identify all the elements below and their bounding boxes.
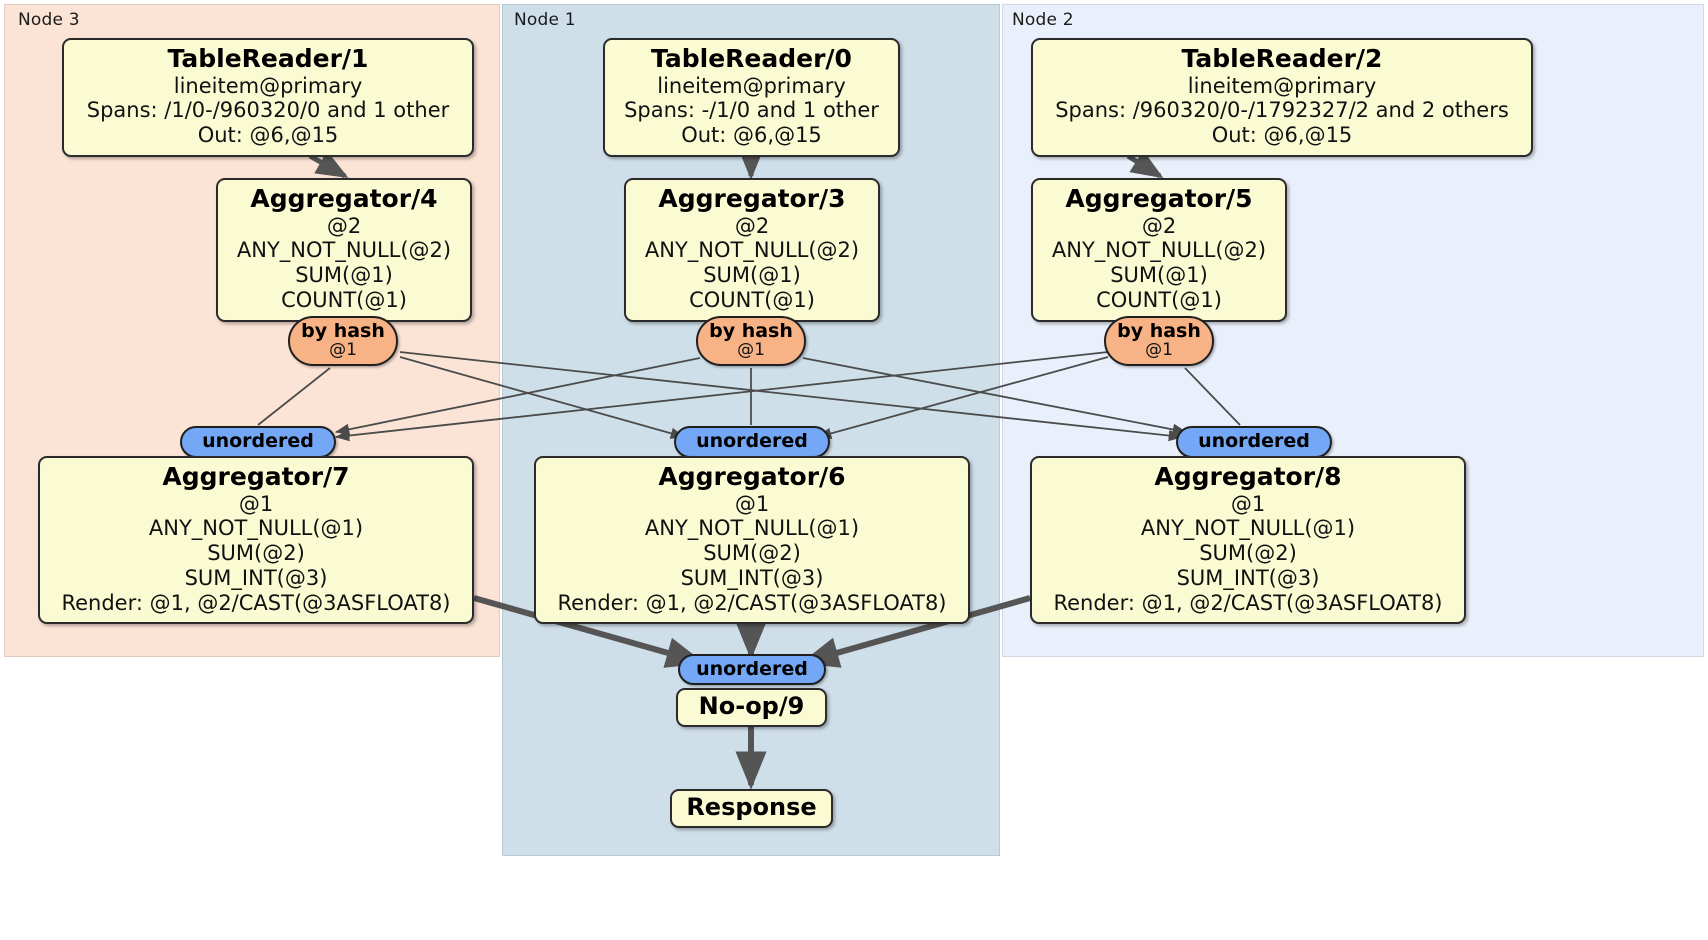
processor-line: lineitem@primary — [1187, 73, 1377, 98]
processor-title: Response — [686, 793, 817, 821]
router-unordered-left[interactable]: unordered — [180, 426, 336, 458]
processor-line: SUM_INT(@3) — [1176, 565, 1320, 590]
processor-aggregator-5[interactable]: Aggregator/5 @2 ANY_NOT_NULL(@2) SUM(@1)… — [1031, 178, 1287, 322]
processor-line: SUM(@1) — [703, 263, 801, 288]
processor-no-op-9[interactable]: No-op/9 — [676, 688, 827, 728]
processor-title: Aggregator/6 — [658, 462, 846, 491]
router-label: by hash — [301, 320, 385, 343]
processor-title: Aggregator/7 — [162, 462, 350, 491]
processor-title: TableReader/2 — [1181, 44, 1383, 73]
processor-line: Spans: -/1/0 and 1 other — [624, 98, 879, 123]
processor-line: @1 — [238, 491, 274, 516]
processor-aggregator-6[interactable]: Aggregator/6 @1 ANY_NOT_NULL(@1) SUM(@2)… — [534, 456, 970, 625]
processor-line: @2 — [326, 213, 362, 238]
processor-line: SUM_INT(@3) — [680, 565, 824, 590]
processor-line: ANY_NOT_NULL(@2) — [644, 238, 860, 263]
processor-line: ANY_NOT_NULL(@2) — [1051, 238, 1267, 263]
processor-tablereader-1[interactable]: TableReader/1 lineitem@primary Spans: /1… — [62, 38, 474, 157]
processor-line: Render: @1, @2/CAST(@3ASFLOAT8) — [557, 590, 947, 615]
processor-line: SUM(@1) — [1110, 263, 1208, 288]
processor-aggregator-8[interactable]: Aggregator/8 @1 ANY_NOT_NULL(@1) SUM(@2)… — [1030, 456, 1466, 625]
processor-line: ANY_NOT_NULL(@1) — [1140, 516, 1356, 541]
processor-line: ANY_NOT_NULL(@1) — [644, 516, 860, 541]
processor-line: Spans: /960320/0-/1792327/2 and 2 others — [1055, 98, 1509, 123]
processor-title: Aggregator/3 — [658, 184, 846, 213]
processor-title: TableReader/1 — [167, 44, 369, 73]
processor-line: lineitem@primary — [173, 73, 363, 98]
processor-title: No-op/9 — [698, 692, 805, 720]
node-panel-node2-label: Node 2 — [1012, 10, 1074, 30]
processor-line: COUNT(@1) — [689, 287, 815, 312]
router-label: by hash — [709, 320, 793, 343]
processor-line: SUM_INT(@3) — [184, 565, 328, 590]
processor-line: SUM(@2) — [703, 541, 801, 566]
router-unordered-final[interactable]: unordered — [678, 654, 826, 685]
router-unordered-right[interactable]: unordered — [1176, 426, 1332, 458]
processor-line: Out: @6,@15 — [1211, 123, 1353, 148]
router-sublabel: @1 — [1145, 340, 1173, 361]
processor-line: lineitem@primary — [657, 73, 846, 98]
processor-title: Aggregator/4 — [250, 184, 438, 213]
processor-line: COUNT(@1) — [1096, 287, 1222, 312]
router-label: unordered — [202, 430, 314, 453]
processor-line: Render: @1, @2/CAST(@3ASFLOAT8) — [1053, 590, 1443, 615]
processor-title: Aggregator/5 — [1065, 184, 1253, 213]
processor-title: TableReader/0 — [651, 44, 852, 73]
router-label: by hash — [1117, 320, 1201, 343]
processor-title: Aggregator/8 — [1154, 462, 1342, 491]
router-sublabel: @1 — [737, 340, 765, 361]
router-unordered-middle[interactable]: unordered — [674, 426, 830, 458]
processor-aggregator-4[interactable]: Aggregator/4 @2 ANY_NOT_NULL(@2) SUM(@1)… — [216, 178, 472, 322]
router-sublabel: @1 — [329, 340, 357, 361]
processor-tablereader-0[interactable]: TableReader/0 lineitem@primary Spans: -/… — [603, 38, 900, 157]
processor-line: Out: @6,@15 — [681, 123, 822, 148]
processor-tablereader-2[interactable]: TableReader/2 lineitem@primary Spans: /9… — [1031, 38, 1533, 157]
processor-line: SUM(@2) — [207, 541, 305, 566]
router-label: unordered — [696, 430, 808, 453]
processor-aggregator-7[interactable]: Aggregator/7 @1 ANY_NOT_NULL(@1) SUM(@2)… — [38, 456, 474, 625]
processor-line: ANY_NOT_NULL(@1) — [148, 516, 364, 541]
processor-line: @1 — [734, 491, 770, 516]
router-label: unordered — [696, 657, 808, 680]
processor-line: Out: @6,@15 — [197, 123, 339, 148]
processor-line: Render: @1, @2/CAST(@3ASFLOAT8) — [61, 590, 451, 615]
processor-aggregator-3[interactable]: Aggregator/3 @2 ANY_NOT_NULL(@2) SUM(@1)… — [624, 178, 880, 322]
node-panel-node1-label: Node 1 — [514, 10, 576, 30]
processor-line: SUM(@1) — [295, 263, 393, 288]
router-by-hash-left[interactable]: by hash @1 — [288, 316, 398, 366]
processor-line: COUNT(@1) — [281, 287, 407, 312]
processor-response[interactable]: Response — [670, 789, 833, 829]
router-label: unordered — [1198, 430, 1310, 453]
router-by-hash-right[interactable]: by hash @1 — [1104, 316, 1214, 366]
processor-line: SUM(@2) — [1199, 541, 1297, 566]
node-panel-node3-label: Node 3 — [18, 10, 80, 30]
processor-line: @1 — [1230, 491, 1266, 516]
processor-line: ANY_NOT_NULL(@2) — [236, 238, 452, 263]
router-by-hash-middle[interactable]: by hash @1 — [696, 316, 806, 366]
processor-line: @2 — [734, 213, 770, 238]
processor-line: Spans: /1/0-/960320/0 and 1 other — [86, 98, 450, 123]
processor-line: @2 — [1141, 213, 1177, 238]
